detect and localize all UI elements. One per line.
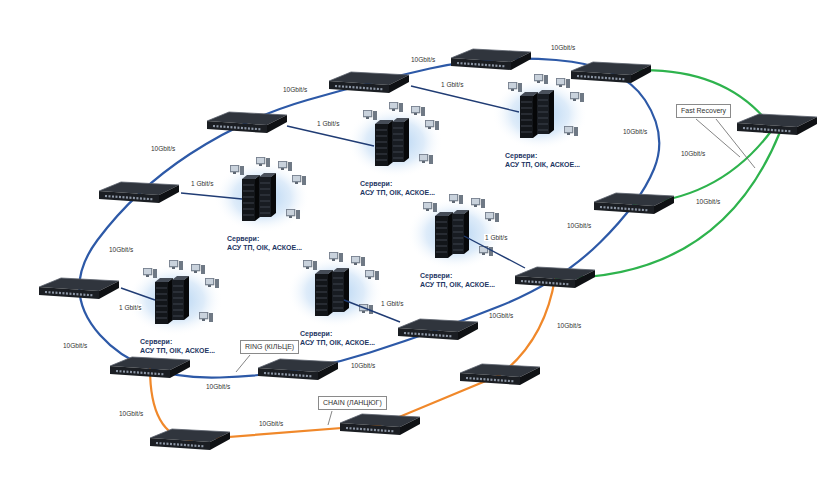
callout-box: Fast Recovery xyxy=(676,104,731,118)
node-text: Сервери: АСУ ТП, ОІК, АСКОЕ... xyxy=(140,338,215,356)
server-label: Сервери: АСУ ТП, ОІК, АСКОЕ... xyxy=(227,235,302,253)
server-label: Сервери: АСУ ТП, ОІК, АСКОЕ... xyxy=(300,330,375,348)
server-cluster xyxy=(407,194,503,270)
switch-icon xyxy=(571,62,651,83)
link-speed: 1 Gbit/s xyxy=(118,304,142,311)
text-line: Сервери: xyxy=(300,330,332,337)
fast-recovery-links xyxy=(555,70,780,278)
link-speed: 10Gbit/s xyxy=(556,322,582,329)
server-label: Сервери: АСУ ТП, ОІК, АСКОЕ... xyxy=(505,152,580,170)
switch-icon xyxy=(451,49,531,70)
link-speed: 10Gbit/s xyxy=(695,198,721,205)
link-speed: 10Gbit/s xyxy=(282,86,308,93)
node-text: Сервери: АСУ ТП, ОІК, АСКОЕ... xyxy=(505,152,580,170)
text-line: АСУ ТП, ОІК, АСКОЕ... xyxy=(360,189,435,198)
switch-icon xyxy=(340,414,420,435)
text-line: АСУ ТП, ОІК, АСКОЕ... xyxy=(300,339,375,348)
text-line: Сервери: xyxy=(505,152,537,159)
callout-box: RING (КІЛЬЦЕ) xyxy=(240,340,299,354)
switch-icon xyxy=(99,182,179,203)
switch-icon xyxy=(258,359,338,380)
switch-icon xyxy=(594,193,674,214)
link-speed: 10Gbit/s xyxy=(258,420,284,427)
switch-icon xyxy=(329,72,409,93)
server-cluster xyxy=(127,260,223,336)
text-line: АСУ ТП, ОІК, АСКОЕ... xyxy=(227,244,302,253)
node-text: Сервери: АСУ ТП, ОІК, АСКОЕ... xyxy=(227,235,302,253)
link-speed: 1 Gbit/s xyxy=(190,180,214,187)
switch-icon xyxy=(207,112,287,133)
server-cluster xyxy=(492,74,588,150)
link-speed: 10Gbit/s xyxy=(622,128,648,135)
text-line: АСУ ТП, ОІК, АСКОЕ... xyxy=(505,161,580,170)
switch-icon xyxy=(110,357,190,378)
callout-box: CHAIN (ЛАНЦЮГ) xyxy=(318,396,387,410)
link-speed: 1 Gbit/s xyxy=(484,234,508,241)
text-line: Сервери: xyxy=(140,338,172,345)
switch-icon xyxy=(737,114,817,135)
recovery-link xyxy=(633,130,772,204)
link-speed: 10Gbit/s xyxy=(62,342,88,349)
server-link xyxy=(181,193,242,199)
leader-line xyxy=(328,411,332,425)
switch-icon xyxy=(398,319,478,340)
server-label: Сервери: АСУ ТП, ОІК, АСКОЕ... xyxy=(420,272,495,290)
server-link xyxy=(121,288,155,300)
ring-link xyxy=(79,59,659,378)
link-speed: 10Gbit/s xyxy=(118,410,144,417)
server-cluster xyxy=(214,157,310,233)
server-label: Сервери: АСУ ТП, ОІК, АСКОЕ... xyxy=(140,338,215,356)
link-speed: 10Gbit/s xyxy=(410,56,436,63)
link-speed: 10Gbit/s xyxy=(205,383,231,390)
node-text: Сервери: АСУ ТП, ОІК, АСКОЕ... xyxy=(360,180,435,198)
text-line: АСУ ТП, ОІК, АСКОЕ... xyxy=(140,347,215,356)
node-text: Сервери: АСУ ТП, ОІК, АСКОЕ... xyxy=(300,330,375,348)
switch-icon xyxy=(150,429,230,450)
link-speed: 10Gbit/s xyxy=(488,312,514,319)
chain-link xyxy=(150,278,555,440)
link-speed: 1 Gbit/s xyxy=(440,81,464,88)
node-text: Fast Recovery xyxy=(681,107,726,115)
text-line: Сервери: xyxy=(360,180,392,187)
switch-icon xyxy=(460,364,540,385)
switch-icon xyxy=(39,278,119,299)
server-link xyxy=(411,86,519,112)
leader-line xyxy=(236,355,250,372)
link-speed: 1 Gbit/s xyxy=(316,120,340,127)
link-speed: 1 Gbit/s xyxy=(380,300,404,307)
server-cluster xyxy=(287,252,383,328)
link-speed: 10Gbit/s xyxy=(150,145,176,152)
server-link xyxy=(287,126,374,146)
recovery-link xyxy=(555,132,780,278)
server-cluster xyxy=(347,102,443,178)
link-speed: 10Gbit/s xyxy=(108,246,134,253)
switch-icon xyxy=(515,267,595,288)
switches xyxy=(39,49,817,450)
node-text: CHAIN (ЛАНЦЮГ) xyxy=(323,399,382,407)
node-text: Сервери: АСУ ТП, ОІК, АСКОЕ... xyxy=(420,272,495,290)
link-speed: 10Gbit/s xyxy=(566,222,592,229)
leader-lines xyxy=(236,119,755,425)
server-links xyxy=(121,86,525,322)
server-label: Сервери: АСУ ТП, ОІК, АСКОЕ... xyxy=(360,180,435,198)
text-line: Сервери: xyxy=(227,235,259,242)
link-speed: 10Gbit/s xyxy=(550,44,576,51)
text-line: Сервери: xyxy=(420,272,452,279)
link-speed: 10Gbit/s xyxy=(680,150,706,157)
node-text: RING (КІЛЬЦЕ) xyxy=(245,343,294,351)
link-speed: 10Gbit/s xyxy=(350,362,376,369)
text-line: АСУ ТП, ОІК, АСКОЕ... xyxy=(420,281,495,290)
